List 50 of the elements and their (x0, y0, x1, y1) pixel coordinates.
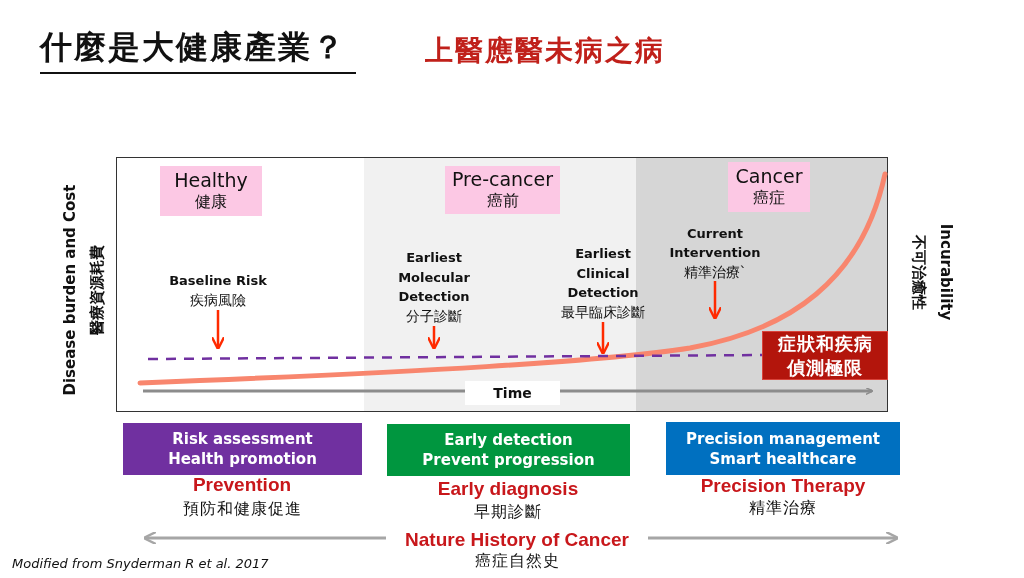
limit-text: 症狀和疾病偵測極限 (776, 332, 874, 379)
stage-subheading: 精準治療 (749, 498, 817, 519)
category-text: Early detection (444, 431, 573, 449)
stage-title: Pre-cancer (451, 169, 554, 192)
stage-subtitle: 健康 (195, 192, 227, 212)
source-note: Modified from Snyderman R et al. 2017 (12, 556, 269, 571)
category-box (666, 422, 900, 475)
stage-subheading: 預防和健康促進 (182, 499, 302, 520)
category-text: Health promotion (168, 450, 317, 468)
stage-box (728, 162, 810, 212)
axis-label: Incurability (937, 223, 955, 321)
section-subheading: 癌症自然史 (474, 550, 560, 572)
arrow (648, 530, 900, 546)
category-text: Risk assessment (172, 430, 313, 448)
annotation-text: Earliest Molecular Detection (397, 249, 471, 307)
category-box (123, 423, 362, 475)
annotation-text: Baseline Risk (169, 272, 267, 291)
stage-box (160, 166, 262, 216)
stage-subtitle: 癌前 (486, 191, 519, 211)
limit-box (762, 331, 888, 380)
annotation-text: Earliest Clinical Detection (566, 245, 640, 303)
subtitle: 上醫應醫未病之病 (425, 33, 665, 69)
annotation-text: 最早臨床診斷 (561, 302, 645, 321)
arrow (210, 310, 226, 351)
arrow (142, 530, 386, 546)
stage-title: Cancer (735, 166, 803, 189)
stage-title: Healthy (174, 170, 248, 193)
section-heading: Nature History of Cancer (405, 528, 629, 551)
arrow (595, 322, 611, 356)
category-text: Smart healthcare (709, 449, 857, 468)
axis-label: 不可治癒性 (908, 234, 928, 310)
axis-label: Time (465, 381, 560, 405)
stage-subtitle: 癌症 (753, 188, 785, 208)
annotation-text: 疾病風險 (190, 290, 246, 309)
category-box (387, 424, 630, 476)
stage-heading: Prevention (192, 474, 292, 496)
axis-label: Disease burden and Cost (61, 184, 79, 396)
stage-subheading: 早期診斷 (474, 502, 542, 523)
arrow (426, 326, 442, 351)
stage-heading: Precision Therapy (700, 475, 866, 497)
axis-label: 醫療資源耗費 (87, 245, 107, 335)
arrow (707, 281, 723, 321)
title: 什麼是大健康產業？ (40, 26, 356, 74)
category-text: Prevent progression (422, 451, 595, 469)
stage-box (445, 166, 560, 214)
stage-heading: Early diagnosis (437, 478, 579, 500)
annotation-text: 精準治療` (683, 262, 747, 282)
category-text: Precision management (686, 429, 880, 448)
annotation-text: 分子診斷 (406, 306, 462, 325)
annotation-text: Current Intervention (668, 224, 762, 263)
